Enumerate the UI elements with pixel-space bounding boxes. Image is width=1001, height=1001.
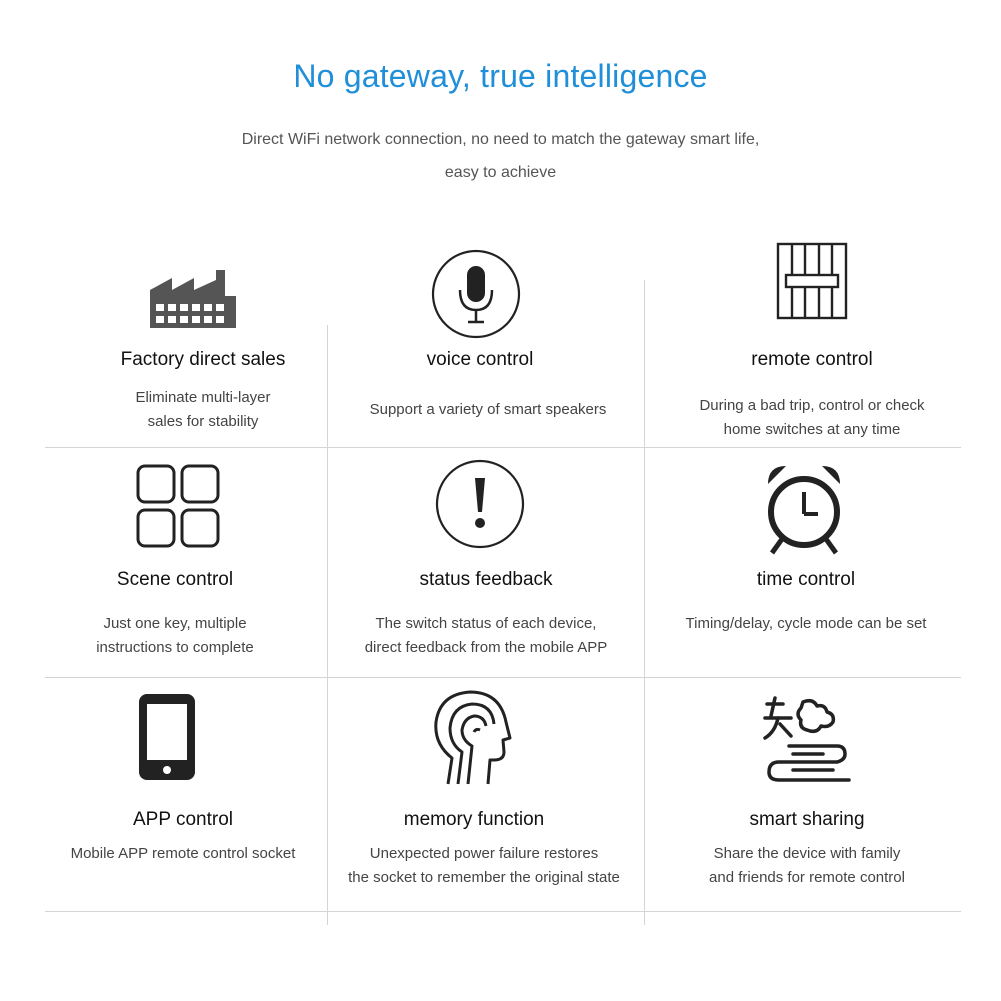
feature-description: Eliminate multi-layer sales for stabilit…: [53, 386, 353, 434]
feature-description-line: Unexpected power failure restores: [369, 845, 599, 862]
feature-title: Scene control: [116, 569, 234, 590]
feature-description-line: Mobile APP remote control socket: [70, 845, 296, 862]
feature-description-line: and friends for remote control: [709, 869, 905, 886]
page-title: No gateway, true intelligence: [293, 58, 708, 94]
feature-description: Unexpected power failure restores the so…: [334, 842, 634, 890]
switch-panel-icon: [776, 242, 848, 320]
feature-title: status feedback: [419, 569, 553, 590]
feature-description-line: home switches at any time: [723, 421, 901, 438]
grid-divider-col-1: [327, 325, 328, 925]
grid-divider-row-1: [45, 447, 961, 448]
feature-description: Share the device with family and friends…: [657, 842, 957, 890]
feature-description: Timing/delay, cycle mode can be set: [656, 612, 956, 636]
microphone-icon: [431, 249, 521, 339]
feature-description-line: direct feedback from the mobile APP: [364, 639, 608, 656]
feature-title: APP control: [133, 809, 233, 830]
feature-description-line: Support a variety of smart speakers: [369, 401, 607, 418]
grid-divider-row-2: [45, 677, 961, 678]
exclamation-circle-icon: [435, 459, 525, 549]
feature-description: Just one key, multiple instructions to c…: [25, 612, 325, 660]
feature-description-line: instructions to complete: [96, 639, 254, 656]
smart-cloud-icon: [763, 696, 851, 782]
feature-description: During a bad trip, control or check home…: [662, 394, 962, 442]
smartphone-icon: [139, 694, 195, 780]
feature-description-line: During a bad trip, control or check: [699, 397, 925, 414]
feature-description-line: Share the device with family: [713, 845, 901, 862]
feature-title: voice control: [426, 349, 534, 370]
feature-description: The switch status of each device, direct…: [336, 612, 636, 660]
page-subtitle-line-1: Direct WiFi network connection, no need …: [241, 131, 760, 148]
feature-description-line: The switch status of each device,: [375, 615, 597, 632]
page-subtitle-line-2: easy to achieve: [444, 164, 557, 181]
grid-divider-row-3: [45, 911, 961, 912]
feature-title: memory function: [403, 809, 545, 830]
grid-squares-icon: [136, 464, 220, 548]
feature-title: smart sharing: [749, 809, 865, 830]
feature-description-line: Eliminate multi-layer: [135, 389, 271, 406]
feature-description-line: Just one key, multiple: [103, 615, 247, 632]
head-brain-icon: [434, 690, 512, 785]
feature-description-line: sales for stability: [147, 413, 259, 430]
alarm-clock-icon: [768, 466, 840, 555]
feature-description-line: Timing/delay, cycle mode can be set: [685, 615, 927, 632]
feature-title: remote control: [751, 349, 873, 370]
factory-icon: [150, 270, 236, 328]
feature-description: Support a variety of smart speakers: [338, 398, 638, 422]
feature-title: time control: [756, 569, 856, 590]
feature-description: Mobile APP remote control socket: [33, 842, 333, 866]
grid-divider-col-2: [644, 280, 645, 925]
feature-title: Factory direct sales: [120, 349, 286, 370]
feature-description-line: the socket to remember the original stat…: [348, 869, 620, 886]
